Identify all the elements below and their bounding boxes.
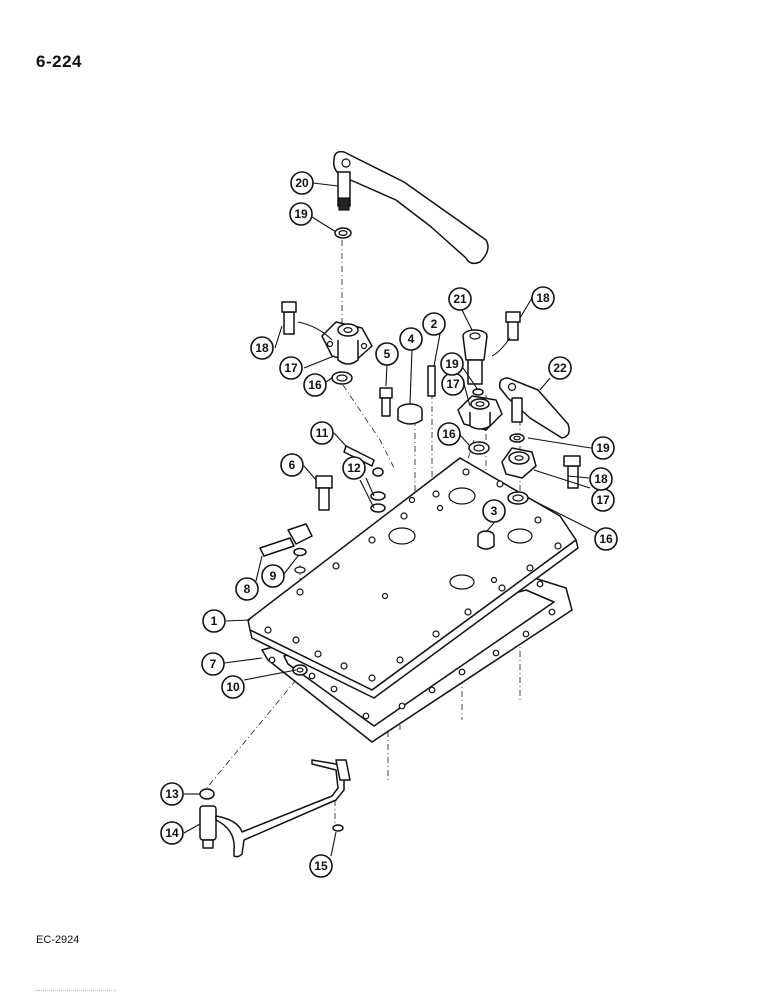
callout-3: 3 bbox=[482, 499, 506, 523]
callout-18: 18 bbox=[589, 467, 613, 491]
callout-label: 7 bbox=[210, 657, 217, 671]
callout-11: 11 bbox=[310, 421, 334, 445]
oil-line-assembly bbox=[199, 759, 351, 858]
callout-label: 10 bbox=[226, 680, 240, 694]
callout-12: 12 bbox=[342, 456, 366, 480]
callout-label: 18 bbox=[536, 291, 550, 305]
callout-19: 19 bbox=[591, 436, 615, 460]
callout-8: 8 bbox=[235, 577, 259, 601]
callout-22: 22 bbox=[548, 356, 572, 380]
callout-7: 7 bbox=[201, 652, 225, 676]
callout-label: 19 bbox=[294, 207, 308, 221]
center-shaft-assembly bbox=[457, 311, 521, 455]
callout-label: 20 bbox=[295, 176, 309, 190]
callout-17: 17 bbox=[591, 488, 615, 512]
callout-leaders bbox=[183, 182, 607, 857]
callout-label: 16 bbox=[442, 427, 456, 441]
callout-label: 22 bbox=[553, 361, 567, 375]
callout-label: 11 bbox=[316, 426, 329, 440]
callout-20: 20 bbox=[290, 171, 314, 195]
callout-label: 5 bbox=[384, 347, 391, 361]
shift-lever-arm bbox=[333, 150, 489, 265]
left-bracket-assembly bbox=[281, 301, 373, 385]
callout-label: 1 bbox=[211, 614, 218, 628]
callout-label: 17 bbox=[596, 493, 610, 507]
callout-label: 9 bbox=[270, 569, 277, 583]
callout-label: 15 bbox=[314, 859, 328, 873]
callout-2: 2 bbox=[422, 312, 446, 336]
callout-21: 21 bbox=[448, 287, 472, 311]
callout-16: 16 bbox=[594, 527, 618, 551]
callout-label: 8 bbox=[244, 582, 251, 596]
callout-19: 19 bbox=[289, 202, 313, 226]
callout-label: 21 bbox=[453, 292, 467, 306]
callout-label: 19 bbox=[596, 441, 610, 455]
callout-1: 1 bbox=[202, 609, 226, 633]
right-lever-assembly bbox=[498, 377, 581, 505]
callout-5: 5 bbox=[375, 342, 399, 366]
callout-19: 19 bbox=[440, 352, 464, 376]
callout-label: 6 bbox=[289, 458, 296, 472]
callout-13: 13 bbox=[160, 782, 184, 806]
callout-label: 16 bbox=[308, 378, 322, 392]
center-small-parts bbox=[379, 365, 436, 425]
callout-10: 10 bbox=[221, 675, 245, 699]
callout-label: 19 bbox=[445, 357, 459, 371]
callout-17: 17 bbox=[441, 372, 465, 396]
callout-15: 15 bbox=[309, 854, 333, 878]
callout-label: 17 bbox=[284, 361, 298, 375]
bottom-margin-mark bbox=[36, 990, 116, 997]
callout-label: 3 bbox=[491, 504, 498, 518]
callout-6: 6 bbox=[280, 453, 304, 477]
page-number: 6-224 bbox=[36, 52, 82, 71]
left-small-parts bbox=[259, 445, 495, 676]
callout-label: 13 bbox=[165, 787, 179, 801]
callout-16: 16 bbox=[437, 422, 461, 446]
callout-label: 2 bbox=[431, 317, 438, 331]
callout-label: 18 bbox=[255, 341, 269, 355]
callout-label: 17 bbox=[446, 377, 460, 391]
callout-18: 18 bbox=[250, 336, 274, 360]
callout-label: 14 bbox=[165, 826, 179, 840]
callout-4: 4 bbox=[399, 327, 423, 351]
callout-18: 18 bbox=[531, 286, 555, 310]
callout-label: 4 bbox=[408, 332, 415, 346]
callout-label: 18 bbox=[594, 472, 608, 486]
callout-17: 17 bbox=[279, 356, 303, 380]
callout-16: 16 bbox=[303, 373, 327, 397]
callout-14: 14 bbox=[160, 821, 184, 845]
callout-label: 12 bbox=[347, 461, 361, 475]
figure-code: EC-2924 bbox=[36, 934, 80, 946]
callout-label: 16 bbox=[599, 532, 613, 546]
callout-9: 9 bbox=[261, 564, 285, 588]
